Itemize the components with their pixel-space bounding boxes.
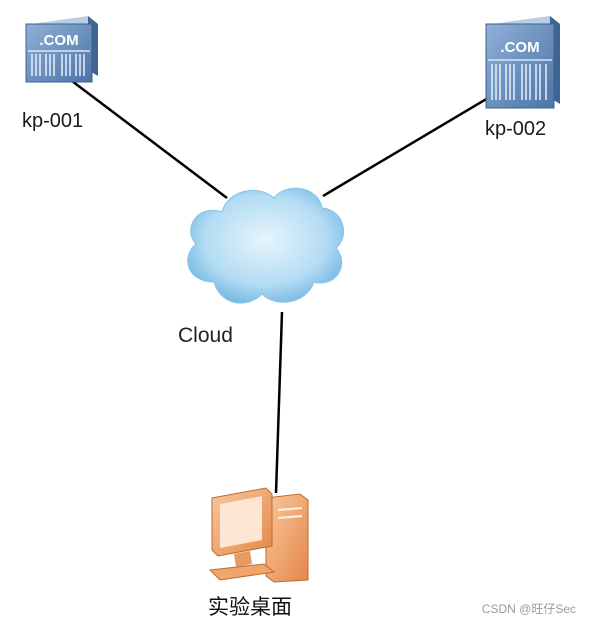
server-badge: .COM <box>500 39 539 56</box>
server-badge: .COM <box>39 32 78 49</box>
watermark: CSDN @旺仔Sec <box>481 602 576 616</box>
server-label-kp-001: kp-001 <box>22 110 84 132</box>
cloud-label: Cloud <box>178 324 233 347</box>
desktop-pc-icon <box>208 487 309 583</box>
server-node-kp-001[interactable]: .COM <box>24 14 102 93</box>
server-node-kp-002[interactable]: .COM <box>484 14 564 115</box>
server-label-kp-002: kp-002 <box>485 118 547 140</box>
link-cloud-desktop <box>274 311 284 494</box>
server-icon: .COM <box>25 16 98 83</box>
link-kp-001-cloud <box>63 74 228 199</box>
cloud-node[interactable] <box>176 178 350 323</box>
server-icon: .COM <box>485 16 560 109</box>
desktop-node[interactable] <box>204 484 312 589</box>
desktop-label: 实验桌面 <box>208 596 292 619</box>
cloud-icon <box>187 187 345 304</box>
link-kp-002-cloud <box>322 80 516 198</box>
